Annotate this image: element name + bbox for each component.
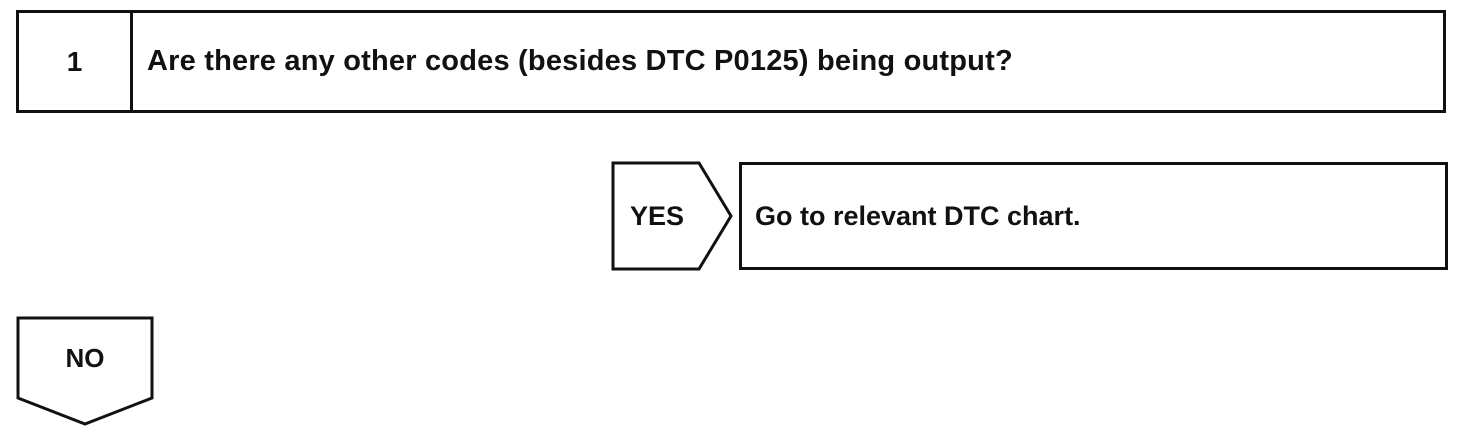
yes-result-box: Go to relevant DTC chart.: [739, 162, 1448, 270]
no-arrow-shape: [16, 316, 154, 426]
step-box: 1 Are there any other codes (besides DTC…: [16, 10, 1446, 113]
yes-result-text: Go to relevant DTC chart.: [755, 200, 1081, 231]
step-question: Are there any other codes (besides DTC P…: [147, 45, 1013, 77]
yes-arrow-shape: [611, 161, 733, 271]
yes-label: YES: [629, 200, 685, 231]
no-label: NO: [65, 342, 105, 373]
step-number: 1: [19, 13, 133, 110]
